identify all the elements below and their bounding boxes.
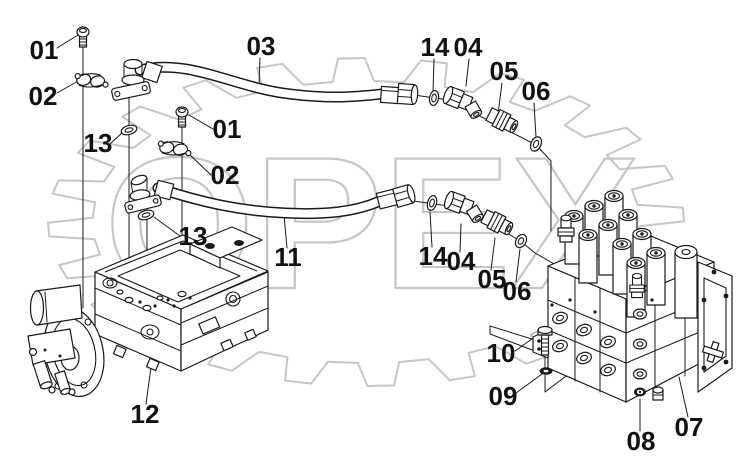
callout-11: 11 xyxy=(274,242,302,272)
callout-01-lower: 01 xyxy=(213,114,242,144)
callout-14-upper: 14 xyxy=(421,32,450,62)
valve-bottom-fitting xyxy=(652,386,664,401)
bolt-01-upper xyxy=(76,26,90,48)
callout-13-lower: 13 xyxy=(179,221,208,251)
callout-10: 10 xyxy=(487,338,516,368)
hose-elbow-flange xyxy=(111,58,163,101)
bolt-01-lower xyxy=(175,106,189,128)
hose-11 xyxy=(124,174,416,220)
relief-valve xyxy=(629,272,645,299)
callout-12: 12 xyxy=(131,399,160,429)
callout-05-upper: 05 xyxy=(490,56,519,86)
bolt-10 xyxy=(537,325,553,356)
elbow-fitting-04-upper xyxy=(442,85,483,119)
connector-05-lower xyxy=(480,209,514,236)
clamp-02-upper xyxy=(74,73,109,88)
callout-01-upper: 01 xyxy=(30,35,59,65)
callout-04-lower: 04 xyxy=(447,246,476,276)
leader-lines xyxy=(56,34,689,432)
hose-end-nut xyxy=(396,82,419,106)
callout-02-upper: 02 xyxy=(29,81,58,111)
o-ring-14-upper xyxy=(428,89,440,107)
control-valve xyxy=(532,189,733,403)
connector-05-upper xyxy=(485,107,519,134)
o-ring-13-upper xyxy=(120,124,138,136)
hose-end-nut xyxy=(392,184,416,208)
hydraulic-pump xyxy=(27,226,269,398)
hose-03 xyxy=(111,58,419,106)
callout-09: 09 xyxy=(489,381,518,411)
o-ring-13-lower xyxy=(137,209,155,221)
clamp-02-lower xyxy=(157,140,192,157)
o-ring-14-lower xyxy=(426,195,438,211)
elbow-fitting-04-lower xyxy=(443,190,484,223)
callout-02-lower: 02 xyxy=(211,160,240,190)
hose-elbow-flange xyxy=(124,174,175,214)
callouts: 01 02 03 14 04 05 06 13 01 02 13 11 14 0… xyxy=(29,31,704,456)
nut-08 xyxy=(634,387,646,397)
hose-end-ferrule xyxy=(379,85,401,105)
valve-end-plate xyxy=(697,261,733,393)
callout-07: 07 xyxy=(675,412,704,442)
valve-cap-cylinders xyxy=(564,189,698,319)
valve-ports xyxy=(550,298,654,380)
callout-08: 08 xyxy=(627,426,656,456)
o-ring-06-lower xyxy=(514,233,528,249)
o-ring-06-upper xyxy=(529,136,543,152)
washer-09 xyxy=(539,367,553,375)
hose-end-ferrule xyxy=(375,188,399,210)
callout-05-lower: 05 xyxy=(478,264,507,294)
callout-13-upper: 13 xyxy=(84,128,113,158)
callout-03: 03 xyxy=(247,31,276,61)
relief-valve xyxy=(557,214,575,243)
callout-06-lower: 06 xyxy=(503,276,532,306)
callout-06-upper: 06 xyxy=(522,76,551,106)
callout-04-upper: 04 xyxy=(454,32,483,62)
callout-14-lower: 14 xyxy=(419,241,448,271)
